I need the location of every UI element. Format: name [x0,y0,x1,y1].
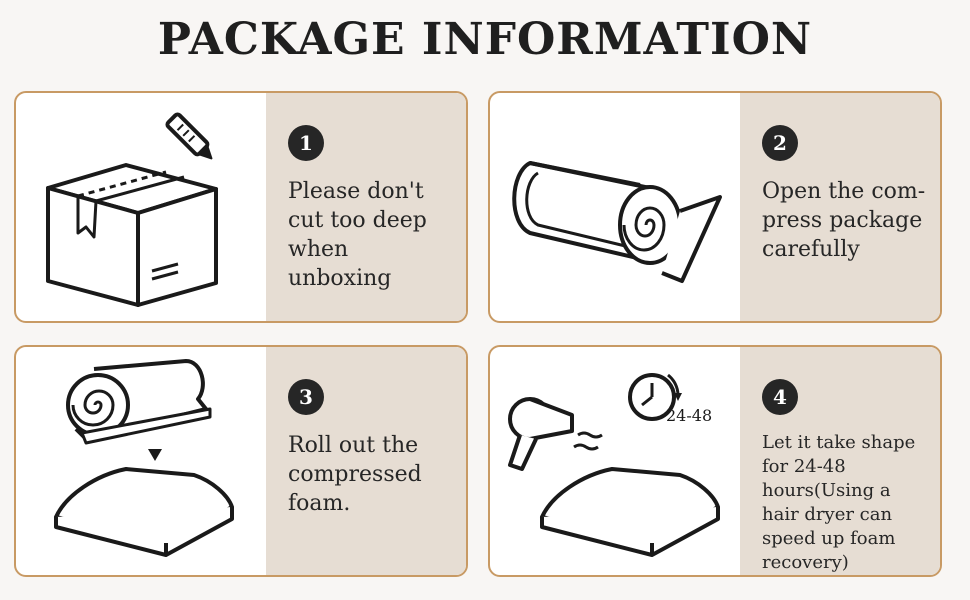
step-description: Please don't cut too deep when unboxing [288,179,427,291]
step-number-badge: 4 [762,379,798,415]
step-panel-4: 4 Let it take shape for 24-48 hours(Usin… [740,347,940,575]
step-card-1: 1 Please don't cut too deep when unboxin… [14,91,468,323]
page-title: PACKAGE INFORMATION [157,14,813,65]
step-description: Let it take shape for 24-48 hours(Using … [762,432,916,573]
step-number-badge: 3 [288,379,324,415]
step-panel-2: 2 Open the com-press package carefully [740,93,940,321]
unroll-foam-icon [16,347,266,575]
box-cutter-icon [16,93,266,321]
step-card-2: 2 Open the com-press package carefully [488,91,942,323]
step-card-3: 3 Roll out the compressed foam. [14,345,468,577]
timer-label: 24-48 [666,406,712,425]
hair-dryer-clock-icon: 24-48 [490,347,740,575]
step-panel-3: 3 Roll out the compressed foam. [266,347,466,575]
step-description: Roll out the compressed foam. [288,433,422,516]
step-number-badge: 1 [288,125,324,161]
step-number-badge: 2 [762,125,798,161]
step-card-4: 24-48 4 Let it take shape for 24-48 hour… [488,345,942,577]
rolled-package-icon [490,93,740,321]
step-panel-1: 1 Please don't cut too deep when unboxin… [266,93,466,321]
step-description: Open the com-press package carefully [762,179,926,262]
